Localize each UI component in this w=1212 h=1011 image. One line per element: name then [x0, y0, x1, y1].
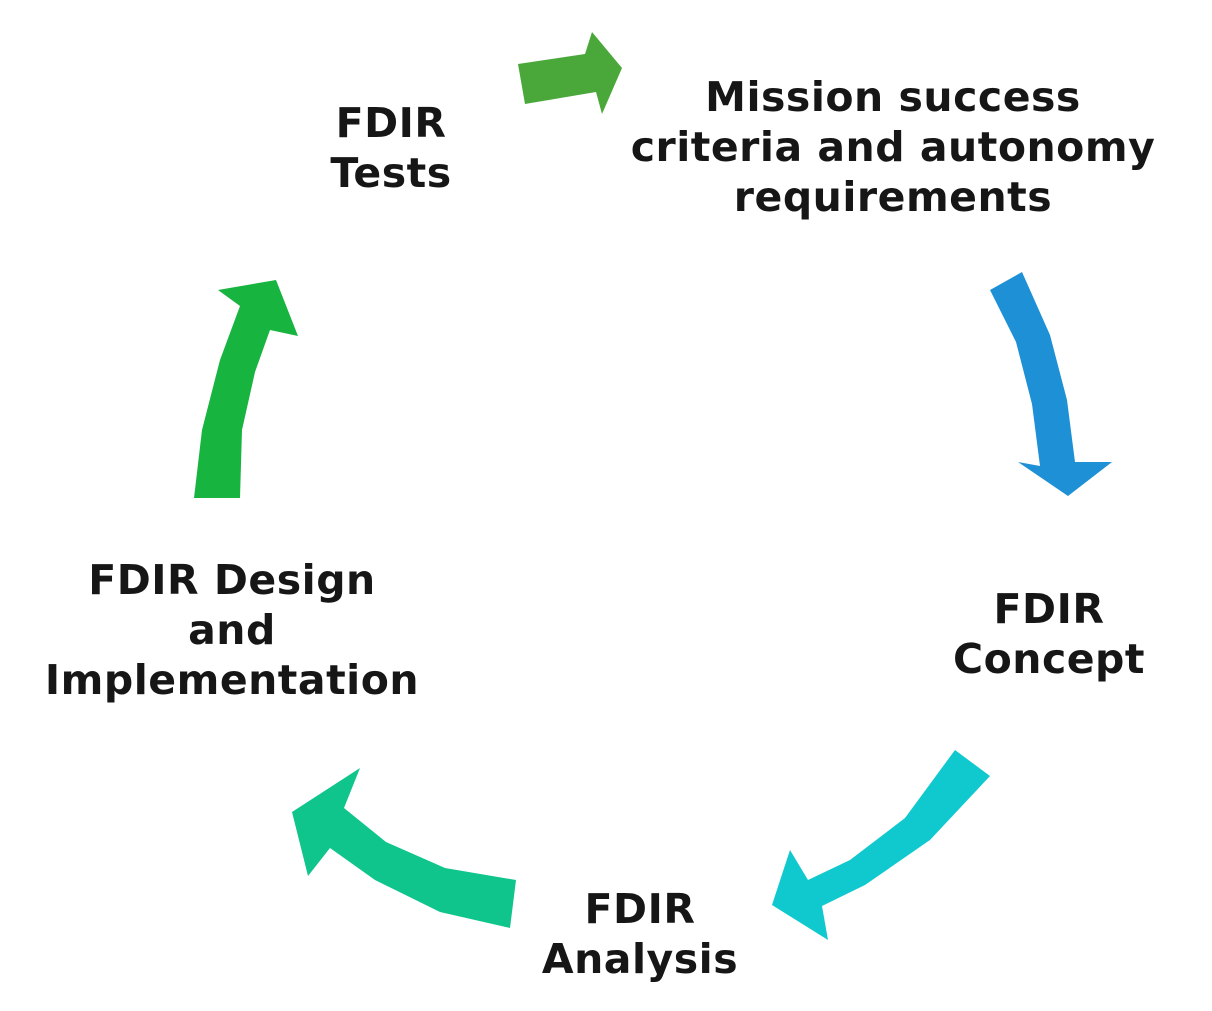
arrow-design-to-tests [194, 280, 298, 498]
step-line: criteria and autonomy [630, 123, 1156, 171]
step-fdir-analysis: FDIR Analysis [542, 884, 738, 984]
step-line: FDIR Design [88, 556, 376, 604]
step-line: Tests [330, 149, 452, 197]
arrow-concept-to-analysis [772, 750, 990, 940]
step-line: Concept [952, 635, 1146, 683]
arrow-analysis-to-design [292, 768, 516, 928]
step-line: Mission success [705, 73, 1081, 121]
arrow-mission-to-concept [990, 272, 1112, 496]
step-line: FDIR [993, 585, 1105, 633]
step-line: Implementation [44, 656, 420, 704]
step-fdir-design-and-implementation: FDIR Design and Implementation [45, 555, 419, 705]
step-line: Analysis [541, 935, 739, 983]
step-line: requirements [733, 173, 1053, 221]
step-line: FDIR [584, 885, 696, 933]
step-fdir-tests: FDIR Tests [330, 98, 451, 198]
arrow-tests-to-mission [518, 32, 622, 114]
step-fdir-concept: FDIR Concept [953, 584, 1145, 684]
step-line: FDIR [335, 99, 447, 147]
step-line: and [188, 606, 276, 654]
step-mission-success-criteria: Mission success criteria and autonomy re… [631, 72, 1156, 222]
